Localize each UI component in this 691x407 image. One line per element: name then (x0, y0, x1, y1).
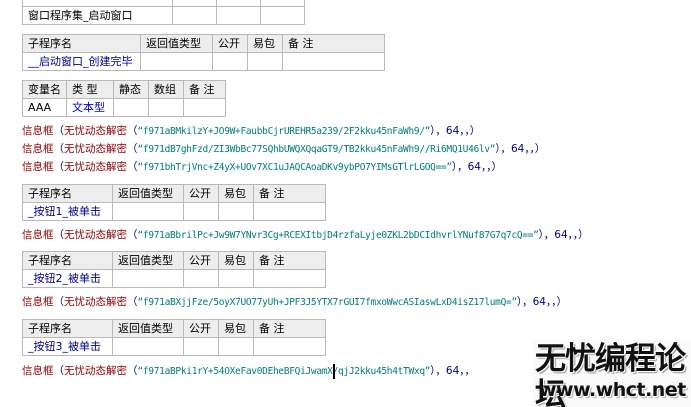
sub-name-button3[interactable]: _按钮3_被单击 (22, 337, 113, 356)
col-var-note: 备 注 (183, 80, 226, 99)
msgbox-flag: 64 (467, 161, 481, 173)
col-public: 公开 (212, 34, 248, 53)
decrypt-call: 无忧动态解密 (64, 161, 127, 173)
decrypt-call: 无忧动态解密 (64, 365, 127, 377)
col-public: 公开 (183, 184, 219, 203)
col-easy-pack: 易包 (247, 34, 283, 53)
col-public: 公开 (183, 251, 219, 270)
col-sub-name: 子程序名 (22, 184, 113, 203)
code-line[interactable]: 信息框（无忧动态解密（“f971bhTrjVnc+Z4yX+UOv7XC1uJA… (22, 161, 502, 173)
col-return-type: 返回值类型 (112, 319, 184, 338)
col-easy-pack: 易包 (218, 319, 254, 338)
sub-table-button3: 子程序名 返回值类型 公开 易包 备 注 _按钮3_被单击 (22, 319, 326, 356)
col-sub-name: 子程序名 (22, 34, 141, 53)
assembly-name[interactable]: 窗口程序集_启动窗口 (22, 6, 173, 25)
col-note: 备 注 (253, 319, 326, 338)
col-var-type: 类 型 (66, 80, 114, 99)
watermark: 无忧编程论坛 www.whct.net (533, 339, 691, 407)
col-return-type: 返回值类型 (140, 34, 213, 53)
decrypt-call: 无忧动态解密 (64, 143, 127, 155)
code-line[interactable]: 信息框（无忧动态解密（“f971aBMkilzY+JO9W+FaubbCjrUR… (22, 125, 481, 137)
col-var-name: 变量名 (22, 80, 67, 99)
col-return-type: 返回值类型 (112, 184, 184, 203)
col-return-type: 返回值类型 (112, 251, 184, 270)
col-note: 备 注 (253, 251, 326, 270)
sub-table-button2: 子程序名 返回值类型 公开 易包 备 注 _按钮2_被单击 (22, 251, 326, 288)
decrypt-call: 无忧动态解密 (64, 229, 127, 241)
msgbox-call: 信息框 (22, 365, 54, 377)
col-array: 数组 (148, 80, 184, 99)
code-line[interactable]: 信息框（无忧动态解密（“f971dB7ghFzd/ZI3WbBc77SQhbUW… (22, 143, 546, 155)
msgbox-flag: 64 (532, 296, 546, 308)
code-line[interactable]: 信息框（无忧动态解密（“f971aBPki1rY+54OXeFav0DEheBF… (22, 365, 476, 377)
msgbox-call: 信息框 (22, 125, 54, 137)
col-public: 公开 (183, 319, 219, 338)
code-line[interactable]: 信息框（无忧动态解密（“f971aBXjjFze/5oyX7UO77yUh+JP… (22, 296, 567, 308)
col-static: 静态 (113, 80, 149, 99)
sub-name-startup[interactable]: __启动窗口_创建完毕 (22, 52, 141, 71)
text-cursor (333, 364, 335, 379)
assembly-table: 窗口程序集_启动窗口 (22, 0, 305, 25)
encrypted-string: “f971bhTrjVnc+Z4yX+UOv7XC1uJAQCAoaDKv9yb… (137, 162, 453, 173)
col-note: 备 注 (253, 184, 326, 203)
encrypted-string: “f971aBPki1rY+54OXeFav0DEheBFQiJwamX/qjJ… (137, 366, 431, 377)
msgbox-flag: 64 (445, 365, 460, 377)
sub-name-button2[interactable]: _按钮2_被单击 (22, 269, 113, 288)
encrypted-string: “f971aBbrilPc+Jw9W7YNvr3Cg+RCEXItbjD4rzf… (137, 230, 539, 241)
col-easy-pack: 易包 (218, 251, 254, 270)
msgbox-flag: 64 (510, 143, 525, 155)
msgbox-flag: 64 (554, 229, 568, 241)
msgbox-call: 信息框 (22, 229, 54, 241)
encrypted-string: “f971dB7ghFzd/ZI3WbBc77SQhbUWQXQqaGT9/TB… (137, 144, 496, 155)
msgbox-call: 信息框 (22, 296, 54, 308)
encrypted-string: “f971aBMkilzY+JO9W+FaubbCjrUREHR5a239/2F… (137, 126, 431, 137)
msgbox-call: 信息框 (22, 143, 54, 155)
msgbox-call: 信息框 (22, 161, 54, 173)
var-type[interactable]: 文本型 (66, 98, 114, 117)
col-sub-name: 子程序名 (22, 319, 113, 338)
sub-table-startup: 子程序名 返回值类型 公开 易包 备 注 __启动窗口_创建完毕 (22, 34, 385, 71)
var-name[interactable]: AAA (22, 98, 67, 117)
col-sub-name: 子程序名 (22, 251, 113, 270)
watermark-url: www.whct.net (539, 379, 686, 401)
watermark-title: 无忧编程论坛 (535, 341, 686, 407)
encrypted-string: “f971aBXjjFze/5oyX7UO77yUh+JPF3J5YTX7rGU… (137, 297, 518, 308)
col-easy-pack: 易包 (218, 184, 254, 203)
code-line[interactable]: 信息框（无忧动态解密（“f971aBbrilPc+Jw9W7YNvr3Cg+RC… (22, 229, 589, 241)
sub-name-button1[interactable]: _按钮1_被单击 (22, 202, 113, 221)
variable-table: 变量名 类 型 静态 数组 备 注 AAA 文本型 (22, 80, 226, 117)
msgbox-flag: 64 (445, 125, 460, 137)
decrypt-call: 无忧动态解密 (64, 125, 127, 137)
sub-table-button1: 子程序名 返回值类型 公开 易包 备 注 _按钮1_被单击 (22, 184, 326, 221)
col-note: 备 注 (282, 34, 385, 53)
decrypt-call: 无忧动态解密 (64, 296, 127, 308)
